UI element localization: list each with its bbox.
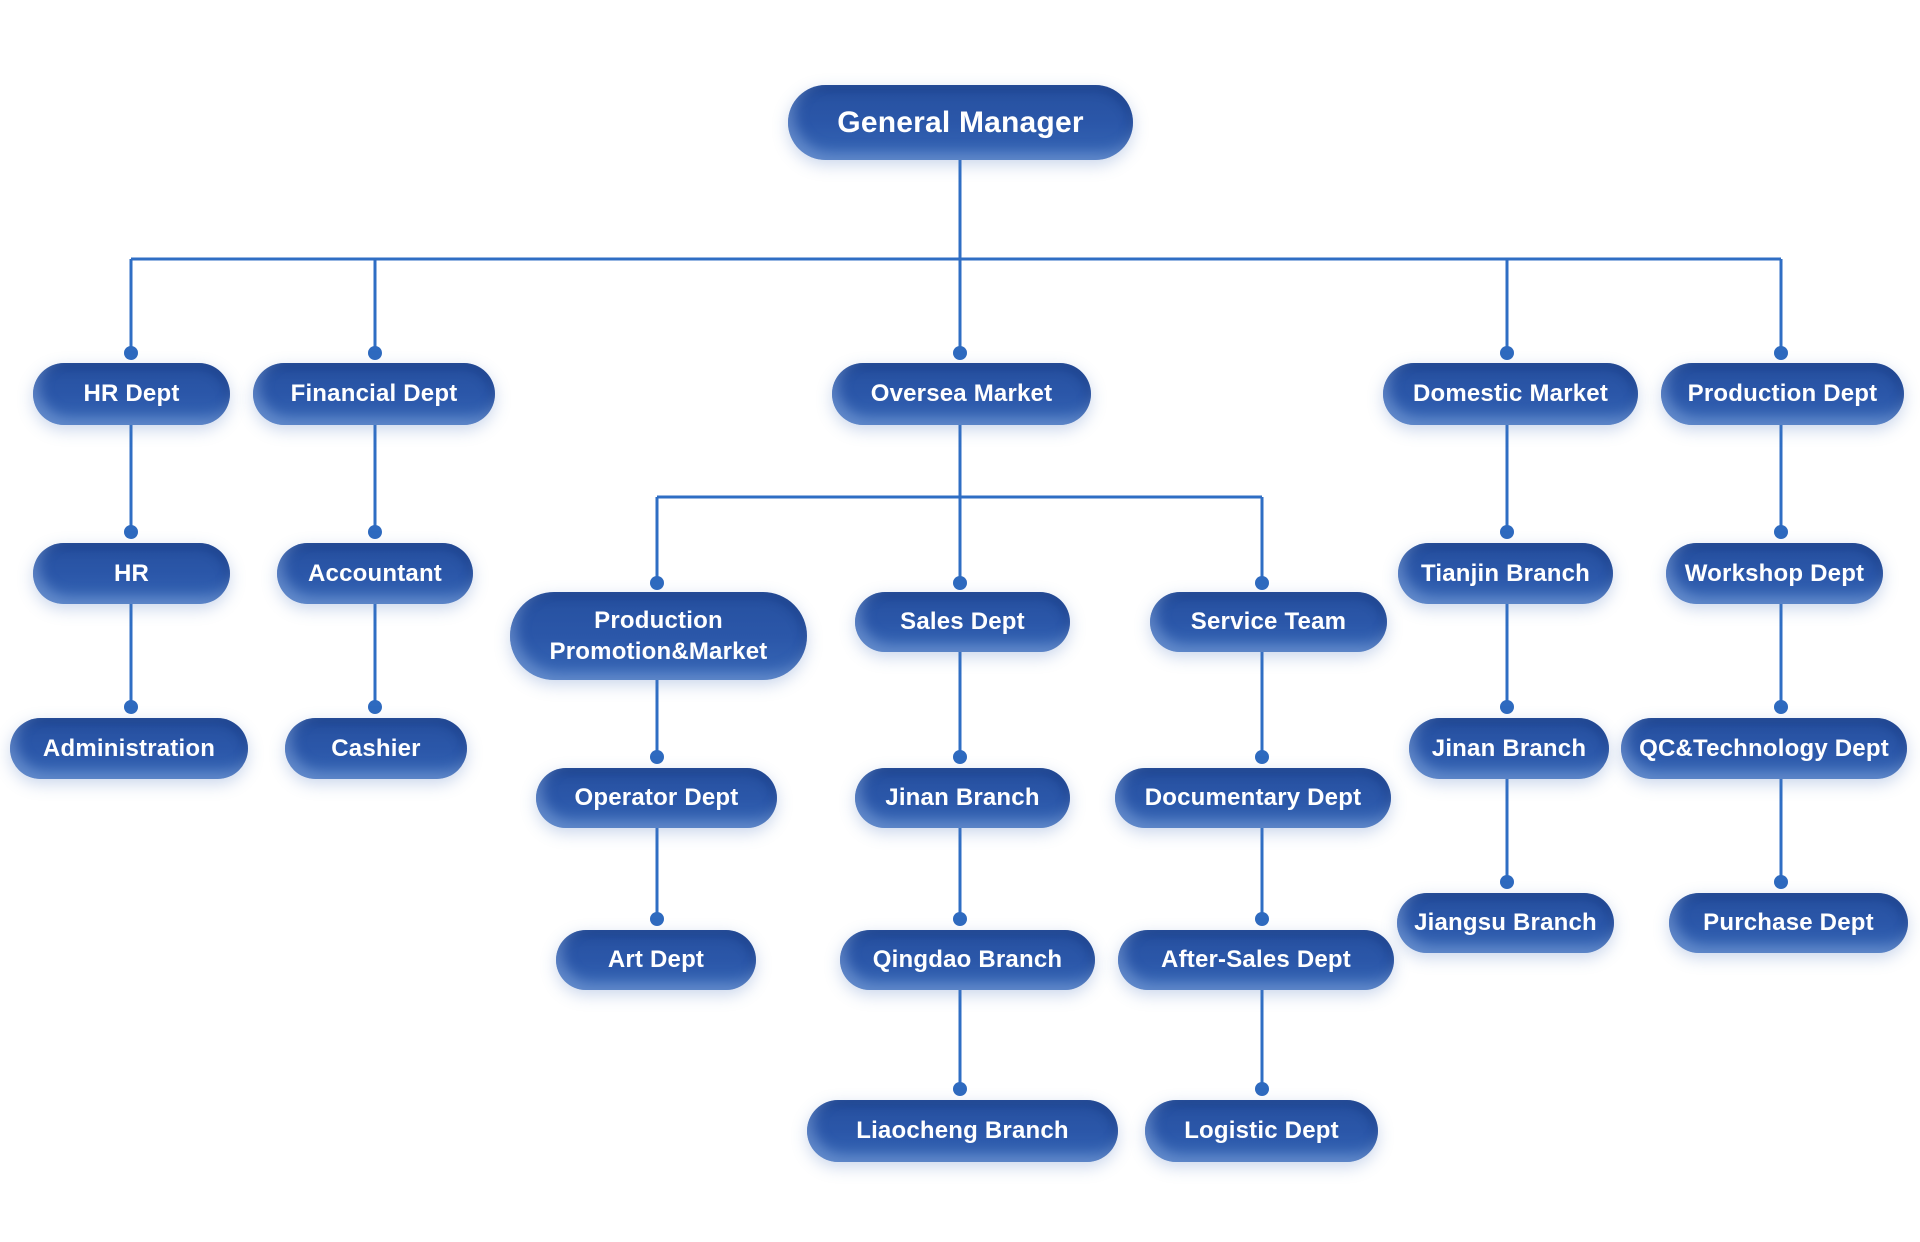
connector-dot: [1774, 875, 1788, 889]
node-after-sales-dept: After-Sales Dept: [1118, 930, 1394, 990]
connector-dot: [368, 700, 382, 714]
node-sales-dept: Sales Dept: [855, 592, 1070, 652]
node-art-dept: Art Dept: [556, 930, 756, 990]
node-qc-technology-dept: QC&Technology Dept: [1621, 718, 1907, 779]
connector-dot: [953, 750, 967, 764]
node-logistic-dept: Logistic Dept: [1145, 1100, 1378, 1162]
connector-dot: [1774, 700, 1788, 714]
connector-dot: [1500, 875, 1514, 889]
connector-dot: [124, 346, 138, 360]
connector-dot: [953, 1082, 967, 1096]
node-accountant: Accountant: [277, 543, 473, 604]
connector-dot: [1500, 525, 1514, 539]
node-documentary-dept: Documentary Dept: [1115, 768, 1391, 828]
connector-dot: [953, 912, 967, 926]
connector-dot: [1255, 1082, 1269, 1096]
connector-dot: [124, 700, 138, 714]
node-cashier: Cashier: [285, 718, 467, 779]
node-operator-dept: Operator Dept: [536, 768, 777, 828]
node-hr-dept: HR Dept: [33, 363, 230, 425]
node-tianjin-branch: Tianjin Branch: [1398, 543, 1613, 604]
node-jinan-branch-domestic: Jinan Branch: [1409, 718, 1609, 779]
connector-dot: [1774, 525, 1788, 539]
node-hr: HR: [33, 543, 230, 604]
node-service-team: Service Team: [1150, 592, 1387, 652]
connector-dot: [1255, 912, 1269, 926]
node-qingdao-branch: Qingdao Branch: [840, 930, 1095, 990]
node-domestic-market: Domestic Market: [1383, 363, 1638, 425]
connector-dot: [124, 525, 138, 539]
node-general-manager: General Manager: [788, 85, 1133, 160]
connector-dot: [953, 576, 967, 590]
connector-dot: [1500, 346, 1514, 360]
node-financial-dept: Financial Dept: [253, 363, 495, 425]
node-production-dept: Production Dept: [1661, 363, 1904, 425]
node-liaocheng-branch: Liaocheng Branch: [807, 1100, 1118, 1162]
connector-dot: [650, 912, 664, 926]
connector-dot: [1500, 700, 1514, 714]
node-production-promotion-market: Production Promotion&Market: [510, 592, 807, 680]
node-purchase-dept: Purchase Dept: [1669, 893, 1908, 953]
node-oversea-market: Oversea Market: [832, 363, 1091, 425]
connector-dot: [368, 525, 382, 539]
connector-dot: [1774, 346, 1788, 360]
connector-dot: [650, 750, 664, 764]
connector-dot: [368, 346, 382, 360]
node-jinan-branch-sales: Jinan Branch: [855, 768, 1070, 828]
connector-dot: [953, 346, 967, 360]
node-jiangsu-branch: Jiangsu Branch: [1397, 893, 1614, 953]
node-administration: Administration: [10, 718, 248, 779]
connector-dot: [1255, 576, 1269, 590]
node-workshop-dept: Workshop Dept: [1666, 543, 1883, 604]
connector-dot: [1255, 750, 1269, 764]
connector-dot: [650, 576, 664, 590]
